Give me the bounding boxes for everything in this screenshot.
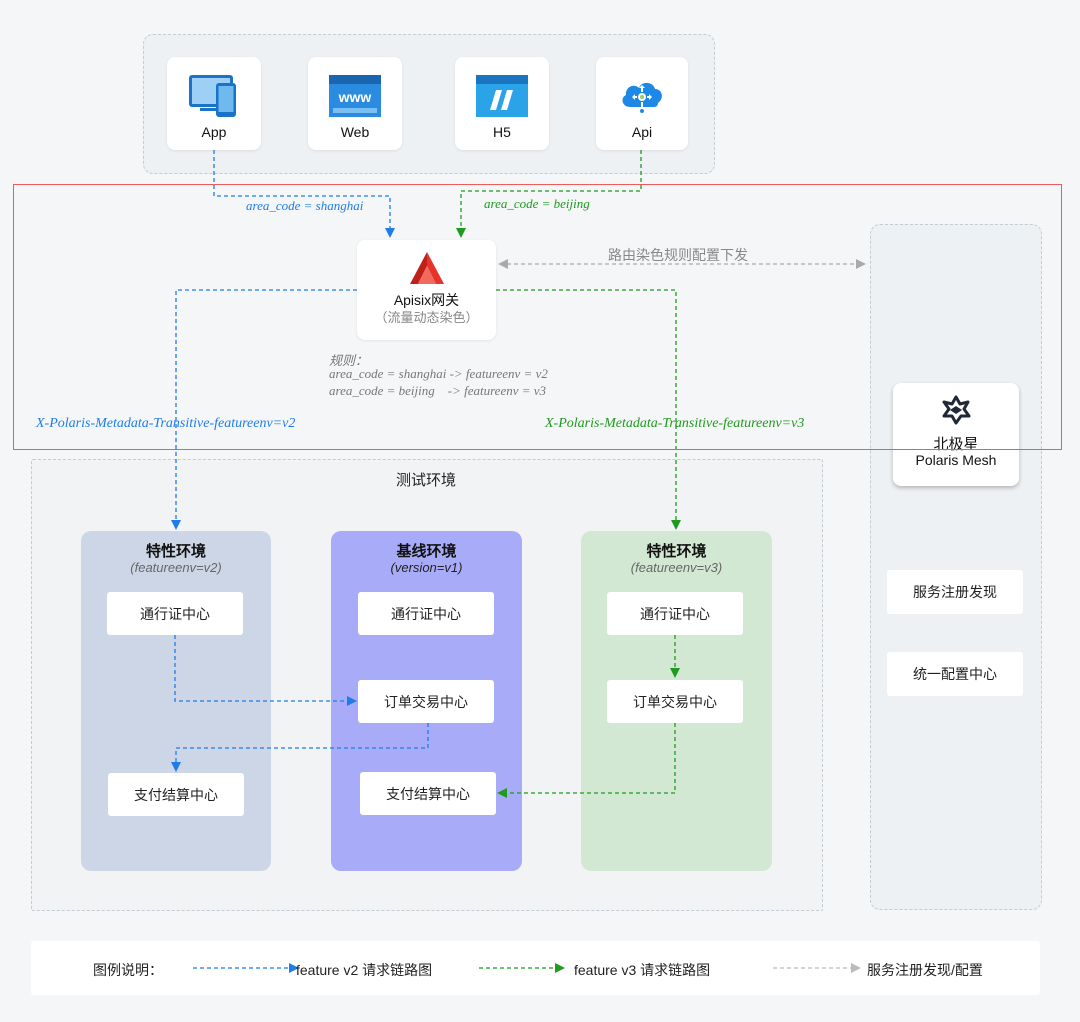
area-beijing-label: area_code = beijing	[484, 196, 590, 211]
legend-v2-label: feature v2 请求链路图	[296, 962, 433, 978]
h5-window-icon	[476, 75, 528, 117]
legend-config-line	[773, 963, 861, 973]
env-v3-title: 特性环境	[646, 543, 707, 560]
header-v2-label: X-Polaris-Metadata-Transitive-featureenv…	[36, 416, 296, 431]
env-v3-subtitle: (featureenv=v3)	[630, 560, 723, 575]
baseline-env-v1: 基线环境 (version=v1) 通行证中心 订单交易中心 支付结算中心	[331, 531, 522, 871]
apisix-logo-icon	[410, 252, 444, 284]
test-env-title: 测试环境	[395, 472, 456, 489]
legend: 图例说明： feature v2 请求链路图 feature v3 请求链路图 …	[31, 941, 1040, 995]
svg-text:www: www	[338, 89, 372, 105]
client-api-label: Api	[631, 124, 653, 140]
cloud-api-icon	[622, 82, 662, 113]
client-h5[interactable]: H5	[455, 57, 549, 150]
polaris-star-icon	[942, 395, 971, 425]
route-config-label: 路由染色规则配置下发	[608, 247, 748, 263]
polaris-column	[870, 224, 1042, 910]
polaris-subtitle: Polaris Mesh	[915, 452, 997, 468]
legend-v3-line	[479, 963, 565, 973]
polaris-mesh-card[interactable]: 北极星 Polaris Mesh	[893, 383, 1019, 486]
polaris-title: 北极星	[933, 436, 979, 453]
v3-order-center[interactable]: 订单交易中心	[607, 680, 743, 723]
apisix-gateway[interactable]: Apisix网关 （流量动态染色）	[357, 240, 496, 340]
v1-passport-center[interactable]: 通行证中心	[358, 592, 494, 635]
header-v3-label: X-Polaris-Metadata-Transitive-featureenv…	[545, 416, 805, 431]
legend-config-label: 服务注册发现/配置	[867, 962, 983, 978]
gateway-title: Apisix网关	[393, 292, 460, 308]
v2-payment-center[interactable]: 支付结算中心	[108, 773, 244, 816]
legend-v2-line	[193, 963, 299, 973]
app-to-gateway-arrow	[213, 150, 395, 238]
service-registry-discovery[interactable]: 服务注册发现	[887, 570, 1023, 614]
env-v1-title: 基线环境	[396, 543, 457, 560]
gateway-highlight-box	[13, 184, 1062, 450]
feature-env-v3: 特性环境 (featureenv=v3) 通行证中心 订单交易中心	[581, 531, 772, 871]
area-shanghai-label: area_code = shanghai	[246, 198, 364, 213]
legend-v3-label: feature v3 请求链路图	[574, 962, 711, 978]
rule-1: area_code = shanghai -> featureenv = v2	[329, 366, 548, 381]
tablet-phone-icon	[189, 75, 236, 117]
legend-title: 图例说明：	[93, 962, 163, 978]
rule-2: area_code = beijing -> featureenv = v3	[329, 383, 547, 398]
client-app-label: App	[201, 124, 227, 140]
client-web[interactable]: www Web	[308, 57, 402, 150]
env-v1-subtitle: (version=v1)	[390, 560, 463, 575]
gateway-to-v2-arrow	[171, 289, 357, 530]
v3-passport-center[interactable]: 通行证中心	[607, 592, 743, 635]
v1-payment-center[interactable]: 支付结算中心	[360, 772, 496, 815]
v1-order-center[interactable]: 订单交易中心	[358, 680, 494, 723]
v3-order-to-payment-arrow	[497, 723, 676, 798]
order-to-v2-payment-arrow	[171, 723, 429, 772]
unified-config-center[interactable]: 统一配置中心	[887, 652, 1023, 696]
v2-passport-center[interactable]: 通行证中心	[107, 592, 243, 635]
client-app[interactable]: App	[167, 57, 261, 150]
gateway-subtitle: （流量动态染色）	[374, 310, 479, 325]
www-browser-icon: www	[329, 75, 381, 117]
client-h5-label: H5	[493, 124, 511, 140]
gateway-to-v3-arrow	[496, 289, 681, 530]
env-v2-subtitle: (featureenv=v2)	[130, 560, 222, 575]
rule-title: 规则：	[329, 353, 369, 368]
client-api[interactable]: Api	[596, 57, 688, 150]
env-v2-title: 特性环境	[145, 543, 206, 560]
v2-passport-to-order-arrow	[174, 635, 357, 706]
client-web-label: Web	[340, 124, 370, 140]
